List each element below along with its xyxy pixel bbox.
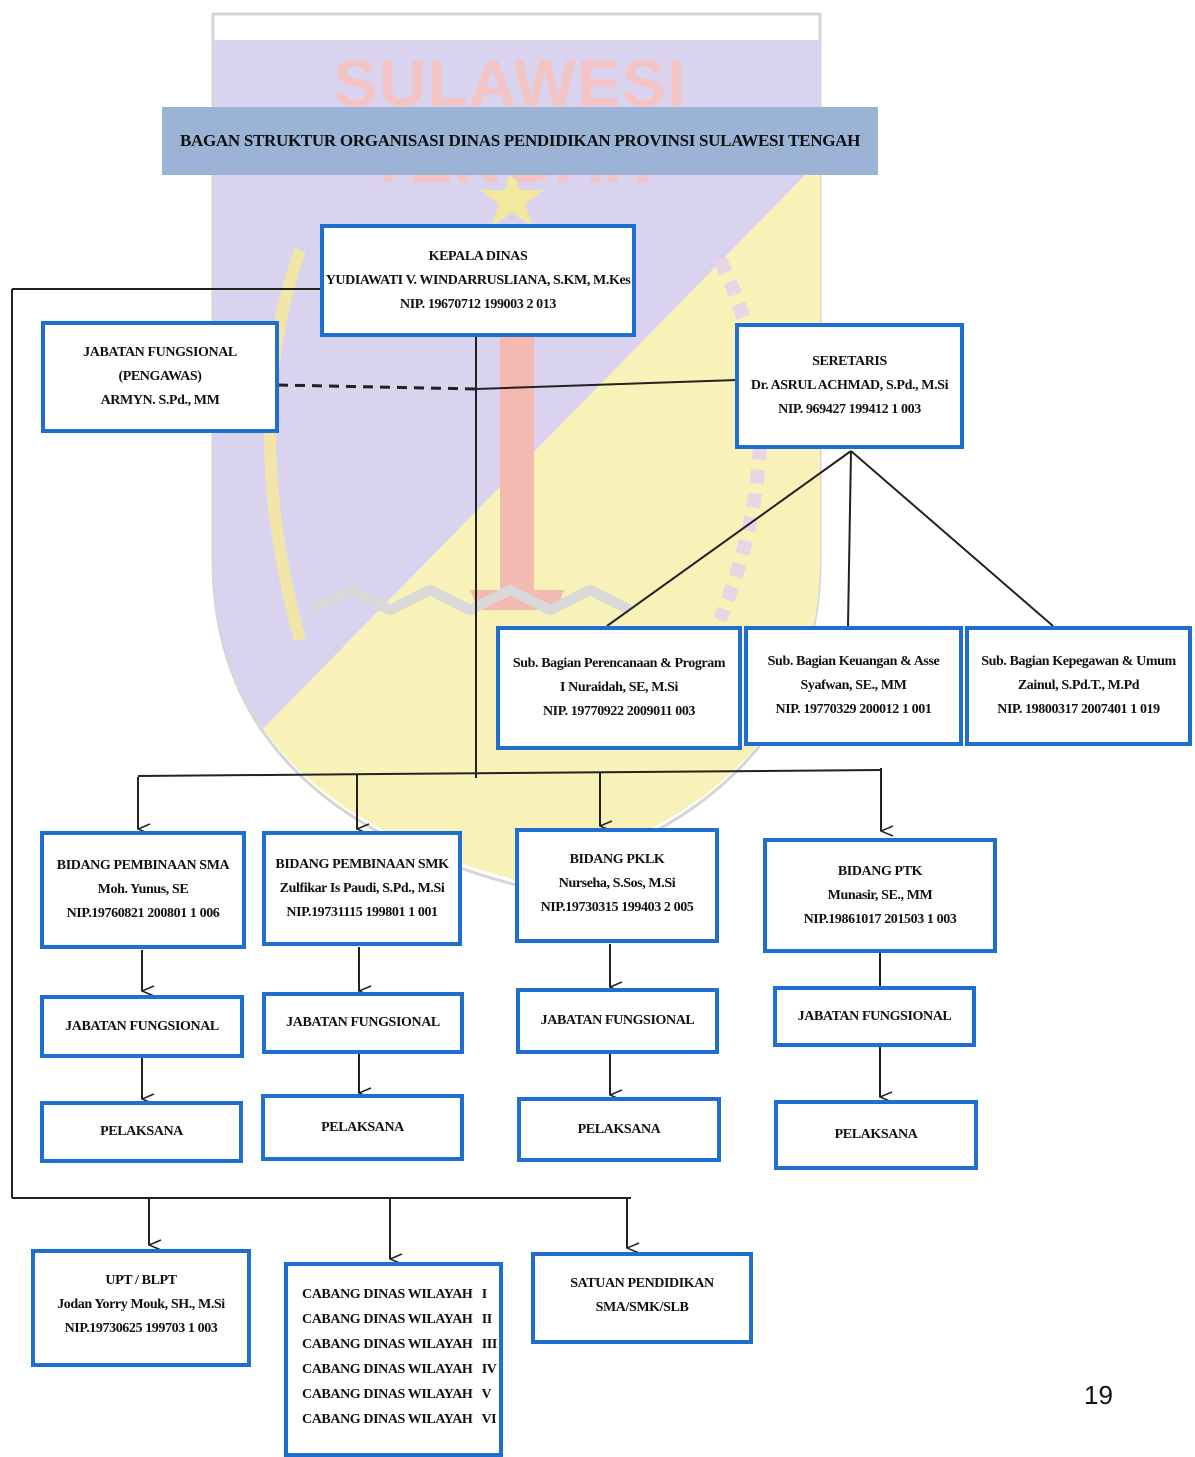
bidang-nip: NIP.19730315 199403 2 005 bbox=[540, 900, 694, 915]
kepala-dinas-name: YUDIAWATI V. WINDARRUSLIANA, S.KM, M.Kes bbox=[325, 272, 631, 288]
pelaksana-ptk-box: PELAKSANA bbox=[774, 1100, 978, 1170]
bidang-role: BIDANG PTK bbox=[837, 863, 923, 879]
upt-blpt-box: UPT / BLPT Jodan Yorry Mouk, SH., M.Si N… bbox=[31, 1249, 251, 1367]
jabatan-fungsional-pklk-box: JABATAN FUNGSIONAL bbox=[516, 988, 719, 1054]
sub-bagian-role: Sub. Bagian Perencanaan & Program bbox=[512, 656, 726, 671]
cabang-dinas-item: CABANG DINAS WILAYAH III bbox=[302, 1337, 497, 1352]
cabang-dinas-item: CABANG DINAS WILAYAH I bbox=[302, 1287, 487, 1302]
satuan-pendidikan-line2: SMA/SMK/SLB bbox=[595, 1300, 689, 1315]
dashed-to-pengawas bbox=[277, 383, 477, 391]
bidang-name: Nurseha, S.Sos, M.Si bbox=[558, 876, 676, 891]
satuan-pendidikan-box: SATUAN PENDIDIKAN SMA/SMK/SLB bbox=[531, 1252, 753, 1344]
trunk-to-sekretaris bbox=[475, 379, 738, 390]
sub-bagian-name: Zainul, S.Pd.T., M.Pd bbox=[1017, 678, 1140, 693]
emblem-wave bbox=[307, 584, 633, 616]
kepala-dinas-nip: NIP. 19670712 199003 2 013 bbox=[400, 296, 556, 312]
sub-bagian-nip: NIP. 19770329 200012 1 001 bbox=[775, 702, 932, 717]
bidang-pklk-box: BIDANG PKLK Nurseha, S.Sos, M.Si NIP.197… bbox=[515, 828, 719, 943]
bidang-ptk-box: BIDANG PTK Munasir, SE., MM NIP.19861017… bbox=[763, 838, 997, 953]
sekretaris-nip: NIP. 969427 199412 1 003 bbox=[778, 402, 921, 417]
bidang-name: Zulfikar Is Paudi, S.Pd., M.Si bbox=[279, 880, 445, 896]
page-number: 19 bbox=[1084, 1380, 1113, 1410]
pelaksana-sma-box: PELAKSANA bbox=[40, 1101, 243, 1163]
pelaksana-label: PELAKSANA bbox=[100, 1124, 183, 1139]
chart-title-banner: BAGAN STRUKTUR ORGANISASI DINAS PENDIDIK… bbox=[162, 107, 878, 175]
pengawas-box: JABATAN FUNGSIONAL (PENGAWAS) ARMYN. S.P… bbox=[41, 321, 279, 433]
bidang-role: BIDANG PEMBINAAN SMK bbox=[275, 856, 449, 872]
sekr-to-sub1 bbox=[606, 450, 852, 627]
jabatan-fungsional-sma-box: JABATAN FUNGSIONAL bbox=[40, 995, 244, 1058]
upt-name: Jodan Yorry Mouk, SH., M.Si bbox=[57, 1297, 225, 1312]
jabatan-fungsional-label: JABATAN FUNGSIONAL bbox=[65, 1018, 219, 1034]
cabang-dinas-item: CABANG DINAS WILAYAH V bbox=[302, 1387, 492, 1402]
sub-bagian-role: Sub. Bagian Kepegawan & Umum bbox=[981, 654, 1176, 669]
bidang-smk-box: BIDANG PEMBINAAN SMK Zulfikar Is Paudi, … bbox=[262, 831, 462, 946]
sekretaris-box: SERETARIS Dr. ASRUL ACHMAD, S.Pd., M.Si … bbox=[735, 323, 964, 449]
emblem-monument bbox=[500, 320, 534, 590]
bidang-name: Moh. Yunus, SE bbox=[97, 882, 189, 897]
pelaksana-smk-box: PELAKSANA bbox=[261, 1094, 464, 1161]
bidang-role: BIDANG PKLK bbox=[569, 852, 665, 867]
sub-bagian-perencanaan-box: Sub. Bagian Perencanaan & Program I Nura… bbox=[496, 626, 742, 750]
jabatan-fungsional-label: JABATAN FUNGSIONAL bbox=[286, 1015, 440, 1030]
pengawas-sub: (PENGAWAS) bbox=[118, 369, 202, 384]
bidang-role: BIDANG PEMBINAAN SMA bbox=[56, 858, 230, 873]
jabatan-fungsional-label: JABATAN FUNGSIONAL bbox=[797, 1008, 952, 1024]
cabang-dinas-item: CABANG DINAS WILAYAH VI bbox=[302, 1412, 497, 1427]
pelaksana-label: PELAKSANA bbox=[577, 1121, 661, 1137]
pelaksana-label: PELAKSANA bbox=[321, 1119, 404, 1135]
bidang-nip: NIP.19760821 200801 1 006 bbox=[66, 906, 220, 921]
jabatan-fungsional-label: JABATAN FUNGSIONAL bbox=[540, 1013, 695, 1028]
sub-bagian-name: I Nuraidah, SE, M.Si bbox=[559, 680, 679, 695]
bidang-sma-box: BIDANG PEMBINAAN SMA Moh. Yunus, SE NIP.… bbox=[40, 831, 246, 949]
kepala-dinas-role: KEPALA DINAS bbox=[428, 248, 528, 264]
sekretaris-role: SERETARIS bbox=[812, 354, 887, 369]
bidang-bus bbox=[137, 769, 882, 777]
jabatan-fungsional-ptk-box: JABATAN FUNGSIONAL bbox=[773, 986, 976, 1047]
pelaksana-label: PELAKSANA bbox=[834, 1127, 918, 1142]
pelaksana-pklk-box: PELAKSANA bbox=[517, 1097, 721, 1162]
sekr-to-sub2 bbox=[847, 450, 852, 627]
jabatan-fungsional-smk-box: JABATAN FUNGSIONAL bbox=[262, 992, 464, 1054]
sekretaris-name: Dr. ASRUL ACHMAD, S.Pd., M.Si bbox=[750, 378, 949, 393]
sub-bagian-nip: NIP. 19770922 2009011 003 bbox=[542, 704, 696, 719]
cabang-dinas-box: CABANG DINAS WILAYAH I CABANG DINAS WILA… bbox=[284, 1262, 503, 1457]
kepala-dinas-box: KEPALA DINAS YUDIAWATI V. WINDARRUSLIANA… bbox=[320, 224, 636, 337]
bidang-nip: NIP.19731115 199801 1 001 bbox=[286, 904, 438, 920]
cabang-dinas-item: CABANG DINAS WILAYAH IV bbox=[302, 1362, 497, 1377]
sub-bagian-kepegawaian-box: Sub. Bagian Kepegawan & Umum Zainul, S.P… bbox=[965, 626, 1192, 746]
sub-bagian-role: Sub. Bagian Keuangan & Asse bbox=[767, 654, 940, 669]
bidang-name: Munasir, SE., MM bbox=[827, 887, 933, 903]
bidang-nip: NIP.19861017 201503 1 003 bbox=[803, 911, 957, 927]
pengawas-name: ARMYN. S.Pd., MM bbox=[100, 393, 220, 408]
cabang-dinas-item: CABANG DINAS WILAYAH II bbox=[302, 1312, 492, 1327]
chart-title: BAGAN STRUKTUR ORGANISASI DINAS PENDIDIK… bbox=[179, 131, 861, 150]
sub-bagian-keuangan-box: Sub. Bagian Keuangan & Asse Syafwan, SE.… bbox=[744, 626, 963, 746]
upt-role: UPT / BLPT bbox=[105, 1273, 177, 1288]
sub-bagian-nip: NIP. 19800317 2007401 1 019 bbox=[997, 702, 1160, 717]
sekr-to-sub3 bbox=[850, 450, 1054, 627]
satuan-pendidikan-line1: SATUAN PENDIDIKAN bbox=[570, 1276, 714, 1291]
upt-nip: NIP.19730625 199703 1 003 bbox=[64, 1321, 218, 1336]
emblem-star-icon bbox=[479, 168, 545, 227]
pengawas-role: JABATAN FUNGSIONAL bbox=[83, 345, 237, 360]
sub-bagian-name: Syafwan, SE., MM bbox=[800, 678, 907, 693]
